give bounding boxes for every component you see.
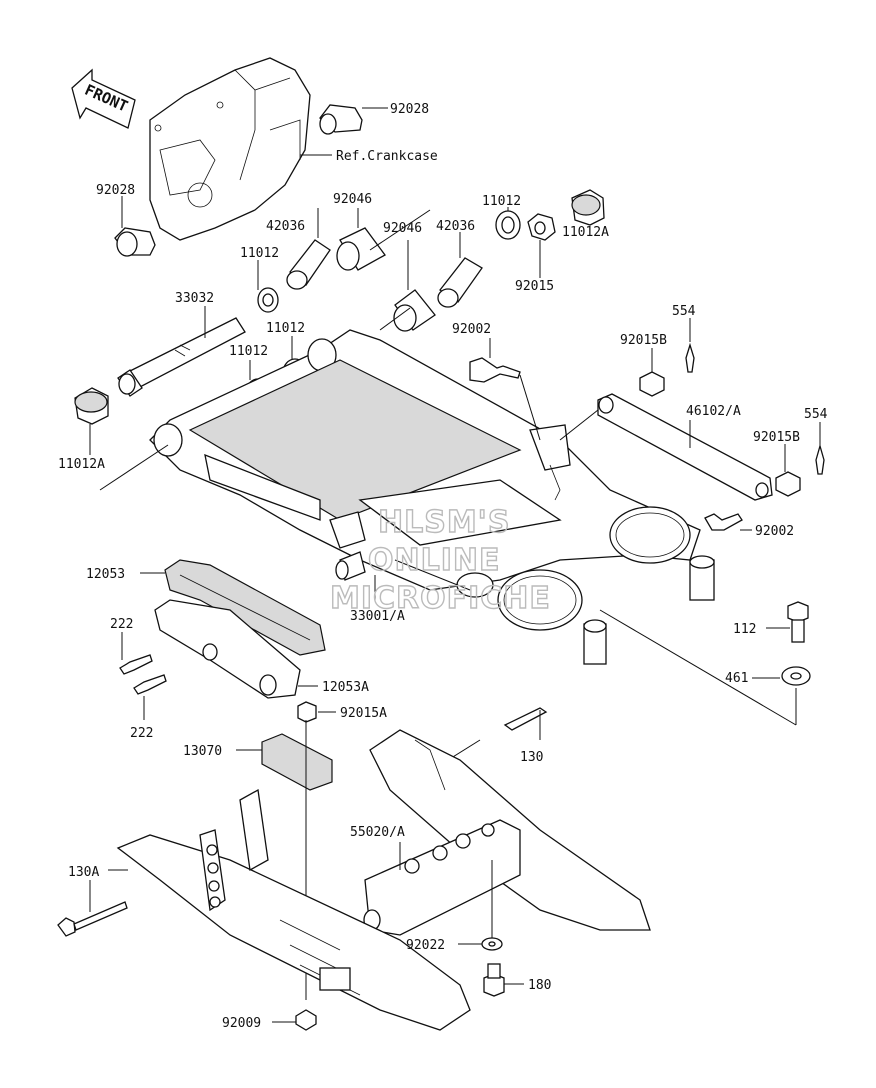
chain-slipper-12053 (164, 559, 326, 656)
bolt-92002-right (704, 513, 743, 531)
part-label: 92028 (390, 102, 429, 117)
part-label: 11012A (562, 225, 609, 240)
nut-92015a (297, 701, 317, 723)
cotter-pin-554-right (815, 443, 825, 475)
cotter-pin-554-top (685, 342, 695, 373)
seal-11012-left (257, 287, 279, 313)
nut-92015 (527, 213, 556, 241)
collar-42036-left (286, 239, 331, 290)
part-label: 92002 (452, 322, 491, 337)
part-label: 554 (804, 407, 828, 422)
part-label: 11012 (482, 194, 521, 209)
pivot-shaft-33032 (117, 317, 246, 397)
bolt-92002-top (469, 357, 521, 383)
part-label: 33001/A (350, 609, 405, 624)
watermark-line-1: HLSM'S (378, 505, 510, 540)
part-label: 12053A (322, 680, 369, 695)
cap-11012a-right (571, 189, 605, 226)
collar-42036-right (437, 257, 483, 308)
part-label: 42036 (266, 219, 305, 234)
part-label: 130A (68, 865, 99, 880)
washer-461 (781, 666, 811, 686)
tie-rod-46102 (597, 393, 773, 501)
chain-cover-55020 (363, 729, 651, 936)
part-label: 222 (110, 617, 133, 632)
bolt-112 (787, 601, 809, 643)
nut-92015b-top (639, 371, 665, 397)
swing-arm (149, 329, 715, 665)
part-label: 33032 (175, 291, 214, 306)
chain-guard-main (116, 788, 471, 1031)
bush-92028-top (319, 104, 363, 135)
part-label: 13070 (183, 744, 222, 759)
bush-92028-left (114, 227, 156, 257)
cap-11012a-left (74, 387, 109, 425)
bearing-92046-top (336, 227, 386, 271)
chain-guide-12053a (154, 599, 301, 699)
part-label: 92009 (222, 1016, 261, 1031)
part-label: 11012 (266, 321, 305, 336)
part-label: 11012 (240, 246, 279, 261)
front-arrow: FRONT (71, 68, 136, 129)
part-label: 222 (130, 726, 153, 741)
crankcase-drawing (149, 57, 311, 241)
part-label: 92022 (406, 938, 445, 953)
part-label: 92015A (340, 706, 387, 721)
screw-92009 (295, 1009, 317, 1031)
part-label: 92015B (620, 333, 667, 348)
part-label: 55020/A (350, 825, 405, 840)
ref-crankcase-label: Ref.Crankcase (336, 149, 438, 164)
part-label: 42036 (436, 219, 475, 234)
part-label: 554 (672, 304, 696, 319)
part-labels: 92028 92028 92046 42036 42036 11012 1101… (58, 102, 828, 1031)
bearing-92046-mid (393, 289, 436, 332)
part-label: 92015 (515, 279, 554, 294)
bolt-222-bottom (133, 674, 167, 695)
part-label: 92015B (753, 430, 800, 445)
part-label: 461 (725, 671, 748, 686)
bolt-130a (57, 901, 128, 937)
watermark: HLSM'S ONLINE MICROFICHE (329, 504, 551, 616)
part-label: 11012A (58, 457, 105, 472)
part-label: 92046 (333, 192, 372, 207)
part-label: 12053 (86, 567, 125, 582)
seal-11012-top (495, 210, 521, 240)
watermark-line-3: MICROFICHE (330, 581, 551, 616)
bolt-130 (503, 707, 548, 731)
bolt-180 (483, 963, 505, 997)
part-label: 11012 (229, 344, 268, 359)
part-label: 92028 (96, 183, 135, 198)
watermark-line-2: ONLINE (368, 543, 501, 578)
bolt-222-top (119, 654, 153, 675)
part-label: 92046 (383, 221, 422, 236)
part-label: 130 (520, 750, 543, 765)
washer-92022 (481, 937, 503, 951)
block-13070 (261, 733, 333, 791)
part-label: 46102/A (686, 404, 741, 419)
part-label: 180 (528, 978, 551, 993)
part-label: 92002 (755, 524, 794, 539)
nut-92015b-right (775, 471, 801, 497)
part-label: 112 (733, 622, 756, 637)
